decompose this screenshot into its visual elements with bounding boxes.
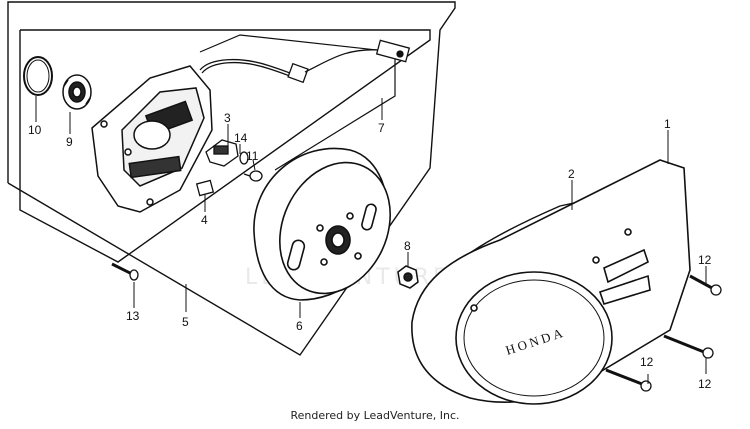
wiring-harness-7 [199, 39, 411, 84]
oil-seal-9 [62, 74, 92, 110]
callout-13: 13 [126, 309, 140, 323]
footer-credit: Rendered by LeadVenture, Inc. [290, 409, 460, 422]
collar-4 [195, 179, 215, 197]
flywheel-6 [253, 147, 391, 301]
bolt-12c [605, 368, 652, 392]
callout-12c: 12 [698, 377, 712, 391]
callout-6: 6 [296, 319, 303, 333]
nut-8 [397, 265, 419, 289]
callout-12a: 12 [698, 253, 712, 267]
callout-9: 9 [66, 135, 73, 149]
callout-10: 10 [28, 123, 42, 137]
callout-4: 4 [201, 213, 208, 227]
callout-12b: 12 [640, 355, 654, 369]
leader-lines [35, 96, 707, 384]
bolt-12a [689, 274, 722, 296]
screw-11 [243, 170, 263, 182]
pulse-generator-3 [205, 139, 239, 167]
o-ring-10 [23, 56, 53, 96]
crankcase-cover-1: HONDA [411, 159, 691, 405]
washer-14 [239, 151, 249, 165]
callout-3: 3 [224, 111, 231, 125]
callouts: 1 2 3 4 5 6 7 8 9 10 11 12 12 12 13 14 [28, 111, 712, 391]
callout-2: 2 [568, 167, 575, 181]
assembly-boundary [7, 1, 456, 356]
callout-5: 5 [182, 315, 189, 329]
callout-8: 8 [404, 239, 411, 253]
stator-base-plate [91, 65, 213, 213]
callout-7: 7 [378, 121, 385, 135]
callout-11: 11 [246, 149, 259, 163]
callout-14: 14 [234, 131, 248, 145]
bolt-12b [663, 334, 714, 359]
callout-1: 1 [664, 117, 671, 131]
bolt-13 [111, 262, 139, 281]
